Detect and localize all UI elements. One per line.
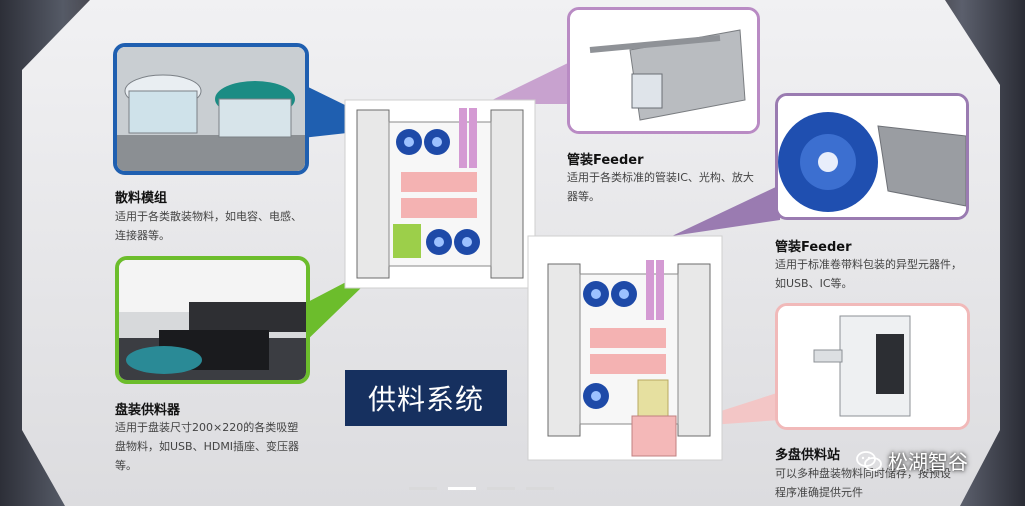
multi-tray-station-photo [775, 303, 970, 430]
feeder-system-title: 供料系统 [345, 370, 507, 426]
tube-feeder-title: 管装Feeder [567, 153, 644, 168]
tube-feeder-desc: 适用于各类标准的管装IC、光构、放大器等。 [567, 171, 754, 203]
carousel-dot-2[interactable] [448, 487, 476, 490]
multi-tray-station-title: 多盘供料站 [775, 448, 841, 463]
tray-feeder-title: 盘装供料器 [115, 403, 181, 418]
tape-feeder-desc: 适用于标准卷带料包装的异型元器件，如USB、IC等。 [775, 258, 962, 290]
bulk-module-photo [113, 43, 309, 175]
machine-layout-top [344, 99, 536, 289]
tray-feeder-photo [115, 256, 310, 384]
bulk-module-title: 散料模组 [115, 191, 168, 206]
tray-feeder-desc: 适用于盘装尺寸200×220的各类吸塑盘物料，如USB、HDMI插座、变压器等。 [115, 421, 300, 472]
tape-feeder-photo [775, 93, 969, 220]
tube-feeder-photo [567, 7, 760, 134]
carousel-dot-1[interactable] [409, 487, 437, 490]
bulk-module-desc: 适用于各类散装物料，如电容、电感、连接器等。 [115, 210, 302, 242]
carousel-dot-4[interactable] [526, 487, 554, 490]
tape-feeder-title: 管装Feeder [775, 240, 852, 255]
connector-tape [672, 185, 780, 236]
wechat-icon [856, 450, 882, 471]
watermark: 松湖智谷 [856, 446, 968, 475]
machine-layout-bottom [527, 235, 723, 461]
connector-tube [484, 62, 570, 104]
watermark-text: 松湖智谷 [888, 450, 968, 474]
carousel-dot-3[interactable] [487, 487, 515, 490]
multi-tray-station-desc: 可以多种盘装物料同时储存，按预设程序准确提供元件 [775, 467, 951, 499]
